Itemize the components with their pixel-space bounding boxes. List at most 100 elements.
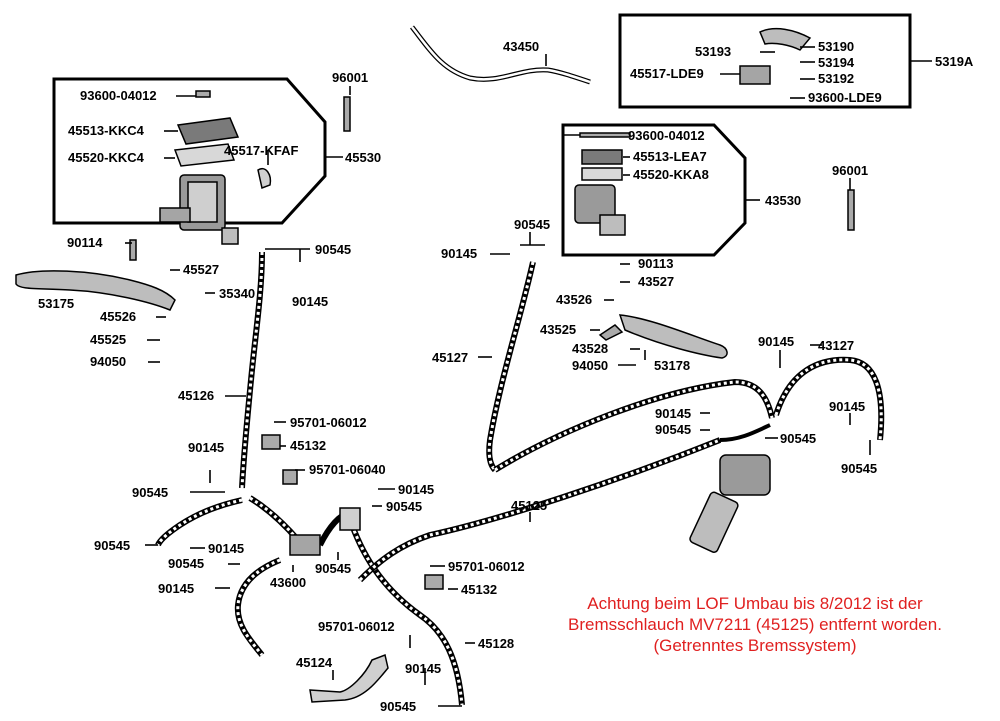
label-90545-j: 90545 — [655, 422, 691, 437]
label-45128: 45128 — [478, 636, 514, 651]
label-45513-kkc4: 45513-KKC4 — [68, 123, 145, 138]
screw-90114 — [129, 239, 137, 261]
label-93600-lde9: 93600-LDE9 — [808, 90, 882, 105]
master-cylinder-right — [574, 132, 631, 236]
label-90545-g: 90545 — [380, 699, 416, 714]
brake-caliper-right — [689, 454, 771, 553]
label-53194: 53194 — [818, 55, 855, 70]
bracket-45124 — [309, 653, 389, 703]
label-95701-06012-c: 95701-06012 — [318, 619, 395, 634]
label-45525-left: 45525 — [90, 332, 126, 347]
label-94050-left: 94050 — [90, 354, 126, 369]
label-45125: 45125 — [511, 498, 547, 513]
junction-43600 — [289, 534, 321, 556]
label-90145-c: 90145 — [398, 482, 434, 497]
label-43127: 43127 — [818, 338, 854, 353]
label-53190: 53190 — [818, 39, 854, 54]
label-95701-06012-a: 95701-06012 — [290, 415, 367, 430]
lever-53175 — [15, 270, 176, 311]
label-90545-i: 90545 — [841, 461, 877, 476]
label-45513-lea7: 45513-LEA7 — [633, 149, 707, 164]
label-45517-lde9: 45517-LDE9 — [630, 66, 704, 81]
label-93600-04012-right: 93600-04012 — [628, 128, 705, 143]
diaphragm-kkc4 — [176, 117, 240, 145]
label-90545-f: 90545 — [315, 561, 351, 576]
bracket-center — [339, 507, 361, 531]
label-45124: 45124 — [296, 655, 333, 670]
label-90145-f: 90145 — [405, 661, 441, 676]
label-90145-h: 90145 — [758, 334, 794, 349]
label-96001-right: 96001 — [832, 163, 868, 178]
label-45132-a: 45132 — [290, 438, 326, 453]
label-43600: 43600 — [270, 575, 306, 590]
label-45530: 45530 — [345, 150, 381, 165]
label-43530: 43530 — [765, 193, 801, 208]
label-90145-i: 90145 — [829, 399, 865, 414]
label-45520-kkc4: 45520-KKC4 — [68, 150, 145, 165]
label-90145-g: 90145 — [441, 246, 477, 261]
clamp-45132-b — [424, 574, 444, 590]
label-45517-kfaf: 45517-KFAF — [224, 143, 298, 158]
warning-note-line-1: Achtung beim LOF Umbau bis 8/2012 ist de… — [587, 594, 923, 613]
label-96001-left: 96001 — [332, 70, 368, 85]
part-labels: 43450 5319A 53190 53193 53194 45517-LDE9… — [38, 39, 974, 714]
warning-note-line-2: Bremsschlauch MV7211 (45125) entfernt wo… — [568, 615, 942, 634]
label-5319A: 5319A — [935, 54, 974, 69]
label-90545-h: 90545 — [514, 217, 550, 232]
label-43450: 43450 — [503, 39, 539, 54]
label-95701-06040: 95701-06040 — [309, 462, 386, 477]
warning-note-line-3: (Getrenntes Bremssystem) — [653, 636, 857, 655]
label-90545-b: 90545 — [132, 485, 168, 500]
gasket-kkc4 — [173, 143, 236, 167]
lever-53178 — [618, 314, 728, 359]
clamp-45132-a — [261, 434, 281, 450]
label-45127: 45127 — [432, 350, 468, 365]
clip-45517-kfaf — [257, 168, 272, 190]
label-90145-b: 90145 — [188, 440, 224, 455]
clamp-95701 — [282, 469, 298, 485]
label-90145-j: 90145 — [655, 406, 691, 421]
label-90145-top-left: 90145 — [292, 294, 328, 309]
kit-frame-43530 — [561, 123, 747, 257]
label-43528: 43528 — [572, 341, 608, 356]
label-90113: 90113 — [638, 256, 673, 271]
label-45132-b: 45132 — [461, 582, 497, 597]
part-43525 — [598, 324, 624, 341]
pipe-right — [719, 423, 771, 442]
label-95701-06012-b: 95701-06012 — [448, 559, 525, 574]
label-90545-c: 90545 — [386, 499, 422, 514]
label-94050-right: 94050 — [572, 358, 608, 373]
clip-45517-lde9 — [739, 65, 771, 85]
label-53175: 53175 — [38, 296, 74, 311]
hose-left-lower — [155, 497, 243, 547]
label-45527-left: 45527 — [183, 262, 219, 277]
label-90145-e: 90145 — [158, 581, 194, 596]
label-53193: 53193 — [695, 44, 731, 59]
bolt-96001-a — [343, 96, 351, 132]
label-45126: 45126 — [178, 388, 214, 403]
label-43526: 43526 — [556, 292, 592, 307]
label-90545-e: 90545 — [168, 556, 204, 571]
label-45526: 45526 — [100, 309, 136, 324]
label-90114: 90114 — [67, 235, 103, 250]
label-45520-kka8: 45520-KKA8 — [633, 167, 709, 182]
label-35340: 35340 — [219, 286, 255, 301]
label-93600-04012-left: 93600-04012 — [80, 88, 157, 103]
label-90545-d: 90545 — [94, 538, 130, 553]
bolt-93600-a — [195, 90, 211, 98]
leader-lines — [125, 46, 932, 707]
label-90545-k: 90545 — [780, 431, 816, 446]
label-53192: 53192 — [818, 71, 854, 86]
label-53178: 53178 — [654, 358, 690, 373]
hose-45125 — [357, 437, 722, 583]
label-90145-d: 90145 — [208, 541, 244, 556]
parts — [15, 27, 855, 703]
hose-45126 — [239, 251, 265, 489]
label-43525-right: 43525 — [540, 322, 576, 337]
label-90545-top-left: 90545 — [315, 242, 351, 257]
hoses — [155, 25, 885, 706]
bolt-96001-b — [847, 189, 855, 231]
lever-53190 — [759, 27, 812, 51]
